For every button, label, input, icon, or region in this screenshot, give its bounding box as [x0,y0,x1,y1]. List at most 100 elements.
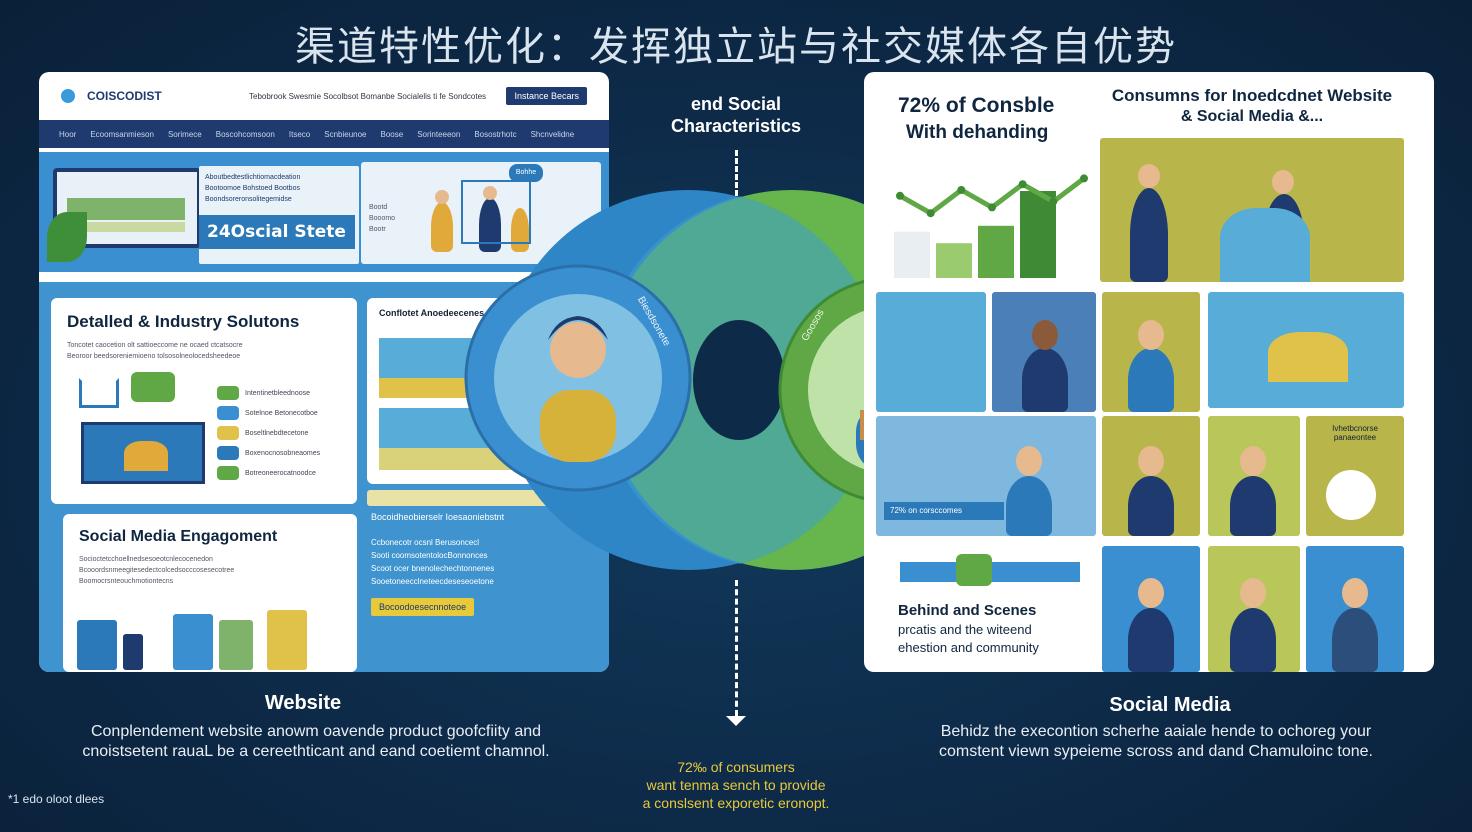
social-header-1: Consumns for Inoedcdnet Website [1111,86,1393,105]
solutions-list-item: Sotelnoe Betonecotboe [217,406,347,420]
nav-item[interactable]: Ecoomsanmieson [90,129,154,139]
website-caption-title: Website [264,692,342,714]
growth-bar [894,231,930,278]
center-stat-line-3: a conslsent exporetic eronopt. [642,795,830,811]
solutions-list-item: Boseltlnebdtecetone [217,426,347,440]
photo-tile [1102,546,1200,672]
stat-card: 72% on corsccomes [884,502,1004,520]
photo-tile [1306,546,1404,672]
nav-item[interactable]: Sorinteeeon [417,129,461,139]
center-stat-line-1: 72‰ of consumers [677,759,795,775]
solutions-card: Detalled & Industry Solutons Toncotet ca… [51,298,357,504]
growth-bar [978,225,1014,278]
leaf-decoration [47,212,87,262]
growth-point [896,191,904,200]
nav-item[interactable]: Itseco [288,129,311,139]
engagement-line: Bcooordsnmeegitesedectcolcedsocccoseseco… [79,567,235,574]
photo-tile [1208,416,1300,536]
engagement-title: Social Media Engagoment [79,528,278,545]
side-list-item: Sooetoneecclneteecdeseseoetone [371,577,494,586]
growth-point [926,209,935,218]
social-engagement-card: Social Media Engagoment Socioctetcchoell… [63,514,357,672]
growth-bar [936,243,972,278]
solutions-line: Toncotet caocetion olt sattioeccome ne o… [67,342,243,349]
bullet-icon [217,446,239,460]
header-links[interactable]: Tebobrook Swesmie Socolbsot Bomanbe Soci… [249,91,487,101]
hero-line: Bootoomoe Bohstoed Bootbos [205,185,300,192]
arrow-head-icon [726,716,746,726]
center-stat: 72‰ of consumers want tenma sench to pro… [596,758,876,812]
photo-tile [1208,292,1404,408]
growth-point [1018,180,1027,189]
bullet-icon [217,426,239,440]
person-figure [511,208,529,252]
footnote: *1 edo oloot dlees [8,792,105,806]
header-button[interactable]: Instance Becars [506,87,587,105]
leaf-icon [956,554,992,586]
info-tile: Ivhetbcnorse panaeontee [1306,416,1404,536]
solutions-list-item: Intentinetbleednoose [217,386,347,400]
solutions-list-label: Intentinetbleednoose [245,389,310,397]
website-header: COISCODIST Tebobrook Swesmie Socolbsot B… [39,72,609,120]
nav-item[interactable]: Shcnvelidne [530,129,575,139]
laptop-image [81,422,205,484]
solutions-line: Beoroor beedsoreniemioeno tolsosolneoloc… [67,353,241,360]
hero-line: Boondsoreronsolitegemidse [205,196,292,203]
social-caption-desc-1: Behidz the execontion scherhe aaiale hen… [940,723,1372,740]
website-nav: Hoor Ecoomsanmieson Sorimece Boscohcomsoon I… [39,120,609,148]
photo-tile [1102,416,1200,536]
website-caption-desc-1: Conplendement website anowm oavende prod… [90,723,542,740]
side-button[interactable]: Bocoodoesecnnoteoe [371,598,475,616]
photo-tile [1102,292,1200,412]
growth-point [988,203,996,212]
dashed-arrow-top [735,150,739,196]
logo-text: COISCODIST [87,89,162,103]
photo-tile: 72% on corsccomes [876,416,1096,536]
bullet-icon [217,386,239,400]
solutions-title: Detalled & Industry Solutons [67,312,300,331]
hero-side-line: Bootr [369,226,386,233]
growth-point [957,186,966,194]
social-caption-desc-2: comstent viewn sypeieme scross and dand … [939,743,1373,760]
dashed-arrow-bottom [735,580,739,716]
solutions-list-item: Botreoneerocatnoodce [217,466,347,480]
chat-icon [131,372,175,402]
nav-item[interactable]: Scnbieunoe [324,129,367,139]
behind-title: Behind and Scenes [898,602,1037,619]
bullet-icon [217,406,239,420]
info-tile-text: Ivhetbcnorse panaeontee [1332,424,1378,442]
engagement-line: Boomocrsnteouchmotiontecns [79,578,174,585]
side-list-item: Ccbonecotr ocsnl Berusoncecl [371,538,480,547]
nav-item[interactable]: Boose [380,129,404,139]
nav-item[interactable]: Boscohcomsoon [215,129,275,139]
logo-icon [61,89,75,103]
contents-title: Conflotet Anoedeecenes [379,308,485,318]
center-top-label-1: end Social [690,94,782,114]
person-figure [431,202,453,252]
solutions-list-item: Boxenocnosobneaomes [217,446,347,460]
chat-bubble: Bohhe [509,164,543,182]
growth-point [1080,174,1088,183]
nav-item[interactable]: Hoor [59,129,77,139]
growth-bar [1020,191,1056,278]
nav-item[interactable]: Sorimece [167,129,202,139]
growth-point [1049,197,1058,206]
behind-card: Behind and Scenes prcatis and the witeen… [876,546,1096,662]
social-stat-title-2: With dehanding [906,122,1049,143]
photo-tile [992,292,1096,412]
social-caption-title: Social Media [1109,694,1231,716]
engagement-line: Socioctetcchoellnedsesoeotcnlecocenedon [79,556,213,563]
photo-tile [1208,546,1300,672]
venn-diagram [464,190,1006,570]
person-figure [479,198,501,252]
social-header-2: & Social Media &... [1180,108,1324,125]
hero-side-line: Bootd [369,204,388,211]
website-caption-desc-2: cnoistsetent rauaL be a cereethticant an… [82,743,550,760]
social-stat-title-1: 72% of Consble [898,94,1055,117]
team-photo [1100,138,1404,282]
solutions-list-label: Boxenocnosobneaomes [245,449,321,457]
nav-item[interactable]: Bosostrhotc [474,129,517,139]
photo-tile [876,292,986,412]
hero-line: Aboutbedtestlichtiomacdeation [205,174,301,181]
